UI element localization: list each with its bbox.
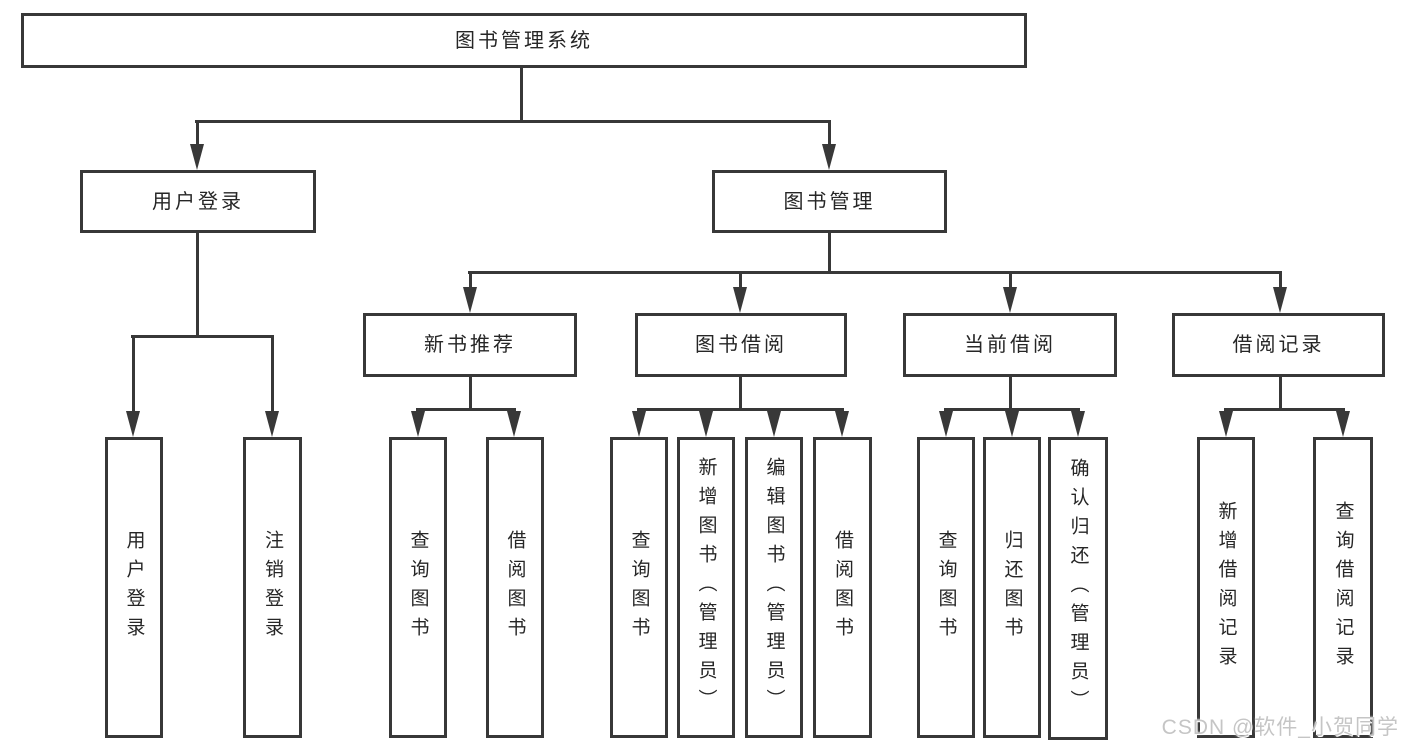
leaf-borrow-books-recommend: 借阅图书	[486, 437, 544, 738]
leaf-confirm-return-admin: 确认归还（管理员）	[1048, 437, 1108, 740]
leaf-query-books-recommend: 查询图书	[389, 437, 447, 738]
arrow-down-icon	[1218, 411, 1233, 437]
connector-drop	[195, 120, 199, 146]
arrow-down-icon	[1002, 287, 1017, 313]
node-current-borrow: 当前借阅	[903, 313, 1117, 377]
connector-stem	[738, 377, 742, 410]
connector-drop	[738, 271, 742, 289]
connector-drop	[944, 408, 948, 413]
connector-drop	[1076, 408, 1080, 413]
connector-split	[637, 408, 844, 411]
arrow-down-icon	[189, 144, 204, 170]
connector-stem	[827, 233, 831, 273]
leaf-edit-book-admin: 编辑图书（管理员）	[745, 437, 803, 738]
arrow-down-icon	[698, 411, 713, 437]
connector-drop	[512, 408, 516, 413]
connector-drop	[840, 408, 844, 413]
leaf-logout: 注销登录	[243, 437, 302, 738]
connector-drop	[1010, 408, 1014, 413]
connector-split	[416, 408, 516, 411]
node-root: 图书管理系统	[21, 13, 1027, 68]
connector-drop	[1278, 271, 1282, 289]
connector-drop	[1008, 271, 1012, 289]
connector-drop	[468, 271, 472, 289]
leaf-borrow-books-borrow: 借阅图书	[813, 437, 872, 738]
connector-split	[131, 335, 274, 338]
arrow-down-icon	[410, 411, 425, 437]
connector-drop	[1224, 408, 1228, 413]
arrow-down-icon	[462, 287, 477, 313]
leaf-user-login: 用户登录	[105, 437, 163, 738]
arrow-down-icon	[125, 411, 140, 437]
connector-stem	[468, 377, 472, 410]
connector-drop	[270, 335, 274, 413]
connector-drop	[827, 120, 831, 146]
node-new-book-recommend: 新书推荐	[363, 313, 577, 377]
leaf-add-book-admin: 新增图书（管理员）	[677, 437, 735, 738]
connector-split	[468, 271, 1282, 274]
connector-stem	[519, 68, 523, 122]
arrow-down-icon	[1272, 287, 1287, 313]
node-book-borrow: 图书借阅	[635, 313, 847, 377]
node-borrow-records: 借阅记录	[1172, 313, 1385, 377]
arrow-down-icon	[766, 411, 781, 437]
leaf-return-books: 归还图书	[983, 437, 1041, 738]
arrow-down-icon	[938, 411, 953, 437]
node-book-management: 图书管理	[712, 170, 947, 233]
connector-stem	[1008, 377, 1012, 410]
connector-split	[1224, 408, 1345, 411]
arrow-down-icon	[264, 411, 279, 437]
connector-drop	[416, 408, 420, 413]
connector-drop	[704, 408, 708, 413]
arrow-down-icon	[732, 287, 747, 313]
arrow-down-icon	[631, 411, 646, 437]
arrow-down-icon	[1004, 411, 1019, 437]
connector-stem	[195, 233, 199, 337]
connector-drop	[131, 335, 135, 413]
leaf-query-books-borrow: 查询图书	[610, 437, 668, 738]
arrow-down-icon	[1070, 411, 1085, 437]
connector-drop	[637, 408, 641, 413]
connector-drop	[772, 408, 776, 413]
watermark: CSDN @软件_小贺同学	[1161, 716, 1399, 739]
connector-split	[195, 120, 831, 123]
connector-stem	[1278, 377, 1282, 410]
leaf-query-borrow-record: 查询借阅记录	[1313, 437, 1373, 738]
arrow-down-icon	[506, 411, 521, 437]
connector-drop	[1341, 408, 1345, 413]
arrow-down-icon	[821, 144, 836, 170]
arrow-down-icon	[834, 411, 849, 437]
leaf-add-borrow-record: 新增借阅记录	[1197, 437, 1255, 738]
leaf-query-books-current: 查询图书	[917, 437, 975, 738]
arrow-down-icon	[1335, 411, 1350, 437]
node-user-login: 用户登录	[80, 170, 316, 233]
